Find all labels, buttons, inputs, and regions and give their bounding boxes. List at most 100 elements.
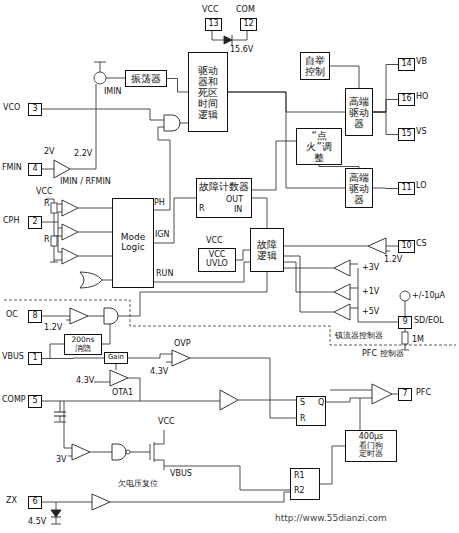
gain-box: Gain bbox=[104, 352, 128, 364]
pin-box: 5 bbox=[28, 395, 42, 408]
node-text: 15 bbox=[401, 130, 411, 139]
signal-label: IMIN / RFMIN bbox=[60, 178, 111, 186]
node-text: 驱动器和死区时间逻辑 bbox=[198, 65, 218, 120]
connector bbox=[236, 250, 250, 260]
signal-label: VBUS bbox=[2, 353, 24, 361]
node-text: R1 bbox=[294, 472, 305, 480]
node-text: 13 bbox=[208, 20, 218, 29]
signal-label: VCC bbox=[36, 188, 53, 196]
latch-box: R1R2 bbox=[290, 468, 320, 500]
signal-label: LO bbox=[416, 182, 426, 190]
pin-box: 2 bbox=[28, 216, 42, 229]
signal-label: OTA1 bbox=[112, 389, 133, 397]
connector bbox=[228, 92, 345, 112]
node-text: 6 bbox=[32, 498, 37, 507]
node-text: Q bbox=[318, 399, 324, 407]
signal-label: VB bbox=[416, 58, 427, 66]
pin-box: 7 bbox=[398, 388, 412, 401]
signal-label: 欠电压复位 bbox=[118, 480, 158, 488]
signal-label: 1.2V bbox=[384, 256, 402, 264]
oscillator-box: 振荡器 bbox=[125, 70, 167, 87]
node-text: 1 bbox=[32, 354, 37, 363]
node-text: 10 bbox=[401, 242, 411, 251]
node-text: 自举控制 bbox=[305, 55, 325, 77]
signal-label: 镇流器控制器 bbox=[335, 332, 383, 340]
current-source bbox=[94, 72, 106, 84]
node-text: 3 bbox=[32, 105, 37, 114]
signal-label: IMIN bbox=[104, 88, 122, 96]
comparator-symbol bbox=[54, 160, 392, 510]
connector bbox=[167, 79, 188, 93]
pin-box: 13 bbox=[205, 18, 222, 31]
driver-box: 高端驱动器 bbox=[345, 168, 373, 208]
watchdog-box: 400μs 看门狗 定时器 bbox=[345, 430, 397, 462]
signal-label: +1V bbox=[362, 288, 379, 296]
watermark: http://www.55dianzi.com bbox=[275, 514, 387, 523]
node-text: 高端驱动器 bbox=[349, 96, 369, 129]
mode-logic-box: Mode Logic bbox=[112, 198, 154, 288]
signal-label: 1M bbox=[412, 336, 424, 344]
node-text: Gain bbox=[108, 354, 124, 362]
connector bbox=[330, 66, 359, 88]
resistor-symbol bbox=[51, 203, 57, 213]
node-text: 11 bbox=[401, 184, 411, 193]
node-text: 故障计数器 bbox=[199, 181, 249, 192]
signal-label: CS bbox=[416, 240, 427, 248]
signal-label: 1.2V bbox=[44, 324, 62, 332]
signal-label: PFC 控制器 bbox=[362, 350, 404, 358]
signal-label: OVP bbox=[174, 340, 190, 348]
signal-label: FMIN bbox=[2, 164, 22, 172]
signal-label: COM bbox=[236, 6, 255, 14]
signal-label: R bbox=[44, 236, 50, 244]
signal-label: RUN bbox=[156, 270, 173, 278]
logic-gate bbox=[80, 115, 180, 460]
pin-box: 4 bbox=[28, 163, 42, 176]
signal-label: IGN bbox=[155, 231, 170, 239]
pin-box: 9 bbox=[398, 316, 412, 329]
signal-label: 2V bbox=[44, 148, 55, 156]
connector bbox=[373, 100, 398, 113]
pin-box: 10 bbox=[398, 240, 415, 253]
node-text: 故障逻辑 bbox=[257, 239, 277, 261]
connector bbox=[42, 358, 104, 360]
node-text: 12 bbox=[243, 20, 253, 29]
signal-label: 4.5V bbox=[28, 518, 46, 526]
ignition-box: “点火”调整 bbox=[296, 128, 342, 165]
signal-label: +3V bbox=[362, 264, 379, 272]
blanking-box: 200ns 消隐 bbox=[64, 334, 102, 355]
wire bbox=[42, 30, 409, 524]
node-text: S bbox=[300, 399, 305, 407]
signal-label: 3V bbox=[56, 456, 67, 464]
signal-label: ZX bbox=[6, 497, 17, 505]
signal-label: 2.2V bbox=[74, 150, 92, 158]
signal-label: IN bbox=[234, 206, 242, 214]
pin-box: 3 bbox=[28, 103, 42, 116]
current-source bbox=[400, 291, 410, 301]
signal-label: COMP bbox=[2, 396, 26, 404]
signal-label: OC bbox=[6, 311, 18, 319]
pin-box: 15 bbox=[398, 128, 415, 141]
connector bbox=[373, 188, 398, 190]
signal-label: VCC bbox=[206, 237, 223, 245]
signal-label: HO bbox=[416, 93, 428, 101]
node-text: 4 bbox=[32, 165, 37, 174]
connector bbox=[320, 446, 345, 484]
node-text: 14 bbox=[401, 60, 411, 69]
driver-logic-box: 驱动器和死区时间逻辑 bbox=[188, 52, 228, 132]
node-text: 200ns 消隐 bbox=[70, 336, 96, 353]
bootstrap-box: 自举控制 bbox=[300, 52, 330, 80]
node-text: VCC UVLO bbox=[200, 251, 234, 269]
pin-box: 12 bbox=[240, 18, 257, 31]
node-text: 400μs 看门狗 定时器 bbox=[357, 433, 384, 459]
node-text: 2 bbox=[32, 218, 37, 227]
signal-label: OUT bbox=[226, 196, 243, 204]
node-text: R bbox=[300, 415, 306, 423]
pin-box: 11 bbox=[398, 182, 415, 195]
node-text: 振荡器 bbox=[131, 73, 161, 84]
zener-diode bbox=[51, 35, 232, 517]
signal-label: 15.6V bbox=[230, 46, 253, 54]
signal-label: VCC bbox=[158, 418, 175, 426]
